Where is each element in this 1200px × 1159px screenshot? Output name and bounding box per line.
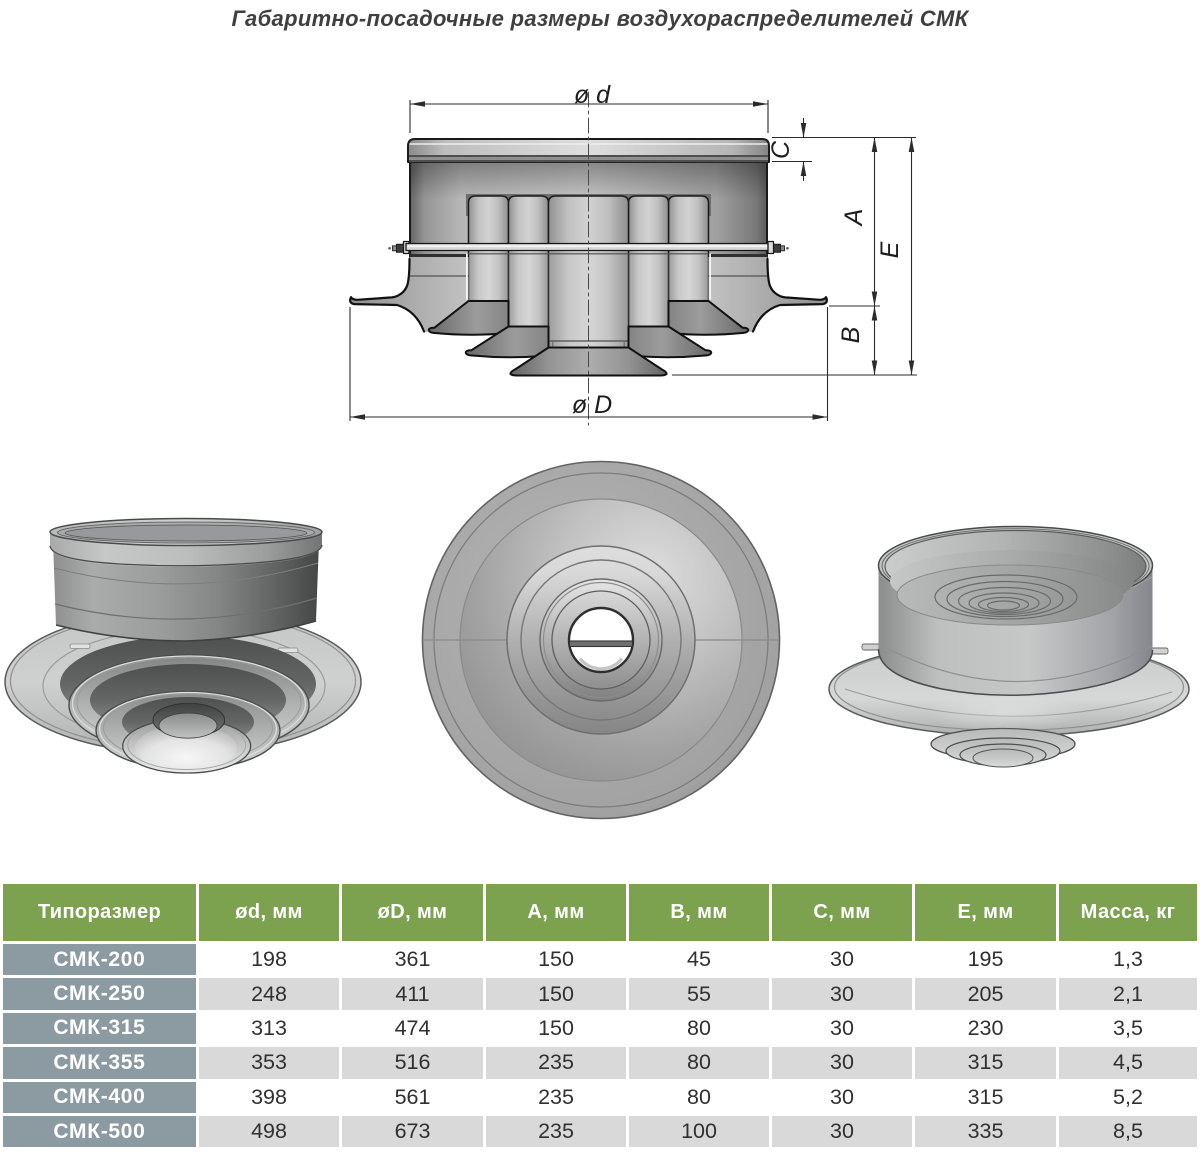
svg-text:C: C <box>767 140 795 159</box>
svg-text:A: A <box>840 209 868 228</box>
svg-text:B: B <box>837 327 865 344</box>
svg-text:ø d: ø d <box>574 81 611 109</box>
svg-text:ø D: ø D <box>572 391 612 419</box>
svg-text:E: E <box>876 241 904 258</box>
